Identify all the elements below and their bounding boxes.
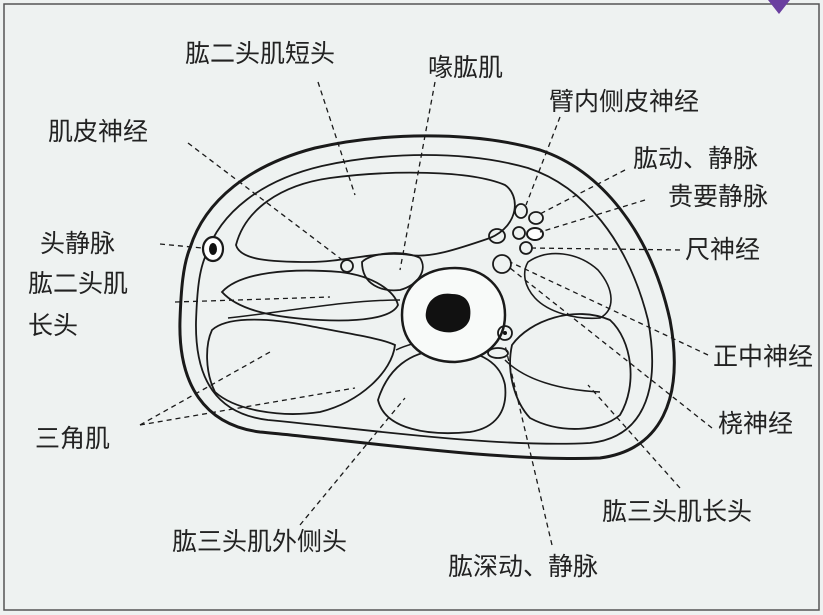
leader-coracobrachialis [399, 81, 436, 271]
label-brachial-artery-vein: 肱动、静脉 [633, 144, 758, 173]
leader-basilic [539, 199, 646, 233]
label-biceps-long-head-2: 长头 [28, 311, 78, 340]
label-biceps-long-head-1: 肱二头肌 [28, 269, 128, 298]
medial-compartment-muscle [523, 252, 612, 320]
radial-nerve-circle [487, 347, 509, 359]
leader-musculocutaneous [187, 142, 346, 263]
label-median-nerve: 正中神经 [713, 342, 813, 371]
brachial-vessel-3 [512, 226, 526, 240]
label-ulnar-nerve: 尺神经 [685, 235, 760, 264]
bone-marrow [425, 293, 471, 333]
leader-brachial [537, 169, 626, 216]
deep-fascia [195, 154, 654, 445]
label-basilic-vein: 贵要静脉 [668, 182, 768, 211]
leader-lines [139, 81, 713, 546]
basilic-vein-vessel [526, 227, 544, 241]
label-biceps-short-head: 肱二头肌短头 [185, 39, 335, 68]
label-radial-nerve: 桡神经 [718, 409, 793, 438]
leader-deltoid-2 [139, 387, 356, 426]
biceps-short-head-muscle [235, 171, 516, 263]
corner-marker [768, 0, 790, 14]
triceps-long-head-muscle [509, 313, 632, 430]
leader-median [509, 261, 709, 356]
brachial-vessel-2 [528, 211, 544, 225]
medial-cutaneous-nerve-circle [488, 228, 506, 244]
label-musculocutaneous-nerve: 肌皮神经 [48, 117, 148, 146]
leader-biceps-short [317, 81, 356, 196]
label-profunda-brachii: 肱深动、静脉 [448, 552, 598, 581]
leader-biceps-long [174, 296, 331, 303]
label-medial-cutaneous-nerve: 臂内侧皮神经 [549, 87, 699, 116]
label-deltoid: 三角肌 [35, 424, 110, 453]
triceps-lateral-head-muscle [377, 348, 507, 435]
label-coracobrachialis: 喙肱肌 [428, 53, 503, 82]
coracobrachialis-muscle [361, 252, 424, 292]
skin-outline [178, 134, 676, 460]
leader-triceps-long [587, 384, 681, 489]
leader-triceps-lateral [299, 397, 406, 526]
leader-cephalic [159, 243, 203, 249]
leader-ulnar [531, 247, 681, 251]
ulnar-nerve-circle [519, 241, 533, 255]
label-triceps-lateral-head: 肱三头肌外侧头 [172, 527, 347, 556]
median-nerve-circle [492, 254, 512, 274]
profunda-vessel-lumen [503, 331, 507, 335]
profunda-vessel-1 [497, 325, 513, 341]
biceps-long-head-muscle [220, 269, 399, 322]
figure-frame [3, 3, 820, 611]
leader-deltoid-1 [139, 351, 271, 426]
leader-profunda [504, 344, 553, 546]
humerus-bone [400, 266, 507, 364]
label-cephalic-vein: 头静脉 [40, 229, 115, 258]
cephalic-vein-lumen [209, 243, 217, 255]
brachial-vessel-1 [514, 203, 528, 219]
musculocutaneous-nerve-circle [340, 259, 354, 273]
label-triceps-long-head: 肱三头肌长头 [602, 497, 752, 526]
leader-radial [509, 267, 713, 429]
leader-med-cutaneous [525, 116, 561, 206]
deltoid-muscle [206, 318, 396, 415]
